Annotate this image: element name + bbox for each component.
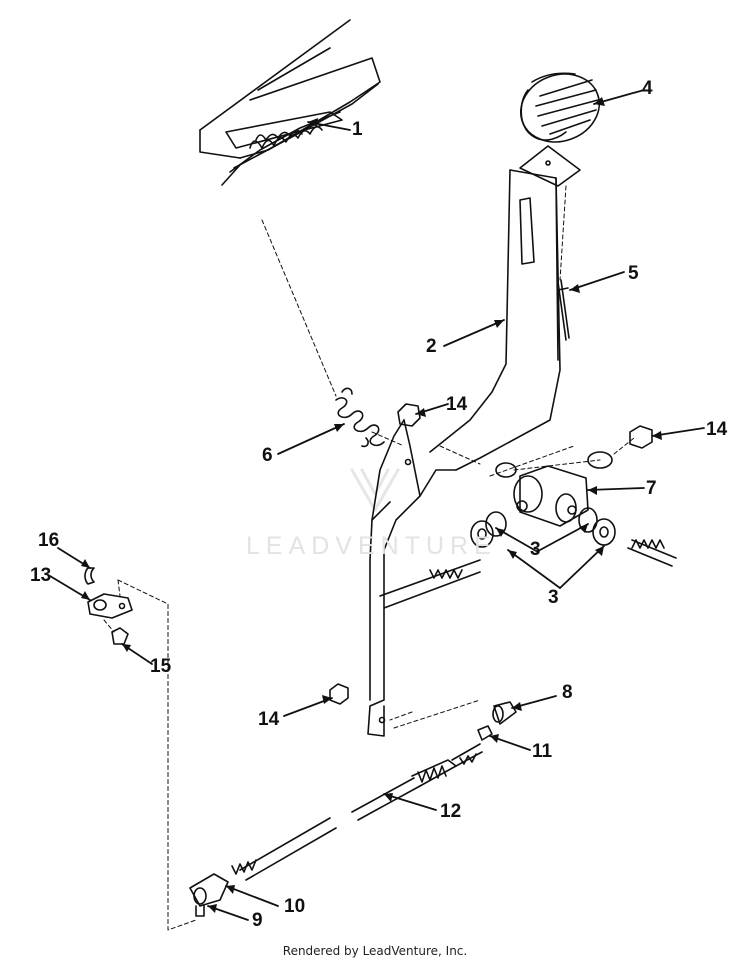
callout-13: 13 (30, 565, 52, 586)
pin (557, 279, 570, 341)
callout-8: 8 (562, 682, 573, 703)
callout-3-upper: 3 (530, 539, 541, 560)
watermark-text: LEADVENTURE (246, 532, 497, 560)
spring (335, 387, 385, 448)
callout-6: 6 (262, 445, 273, 466)
assembly-lines (103, 185, 635, 931)
callout-10: 10 (284, 896, 306, 917)
callout-11: 11 (532, 741, 553, 762)
callout-14-lower: 14 (258, 709, 280, 730)
watermark-logo (350, 468, 400, 512)
bracket-assembly (84, 567, 133, 645)
rod-end-lower (189, 873, 229, 917)
pivot-block (495, 451, 613, 527)
threaded-rod (379, 539, 677, 609)
callout-7: 7 (646, 478, 657, 499)
washers (470, 507, 616, 548)
footer-credit: Rendered by LeadVenture, Inc. (282, 944, 468, 958)
callout-14-right: 14 (706, 419, 728, 440)
callout-2: 2 (426, 336, 437, 357)
callout-16: 16 (38, 530, 60, 551)
pedal-arm (367, 169, 561, 737)
callout-12: 12 (440, 801, 462, 822)
pedal-pad (519, 72, 601, 187)
callout-1: 1 (352, 119, 363, 140)
frame-footboard (199, 19, 381, 186)
callout-arrowheads (81, 97, 662, 913)
callout-5: 5 (628, 263, 639, 284)
callout-14-upper: 14 (446, 394, 468, 415)
callout-3-lower: 3 (548, 587, 559, 608)
callout-15: 15 (150, 656, 172, 677)
linkage-rod (231, 743, 483, 881)
rod-end-upper (477, 701, 517, 741)
callout-9: 9 (252, 910, 263, 931)
callout-4: 4 (642, 78, 653, 99)
nuts (329, 403, 653, 705)
